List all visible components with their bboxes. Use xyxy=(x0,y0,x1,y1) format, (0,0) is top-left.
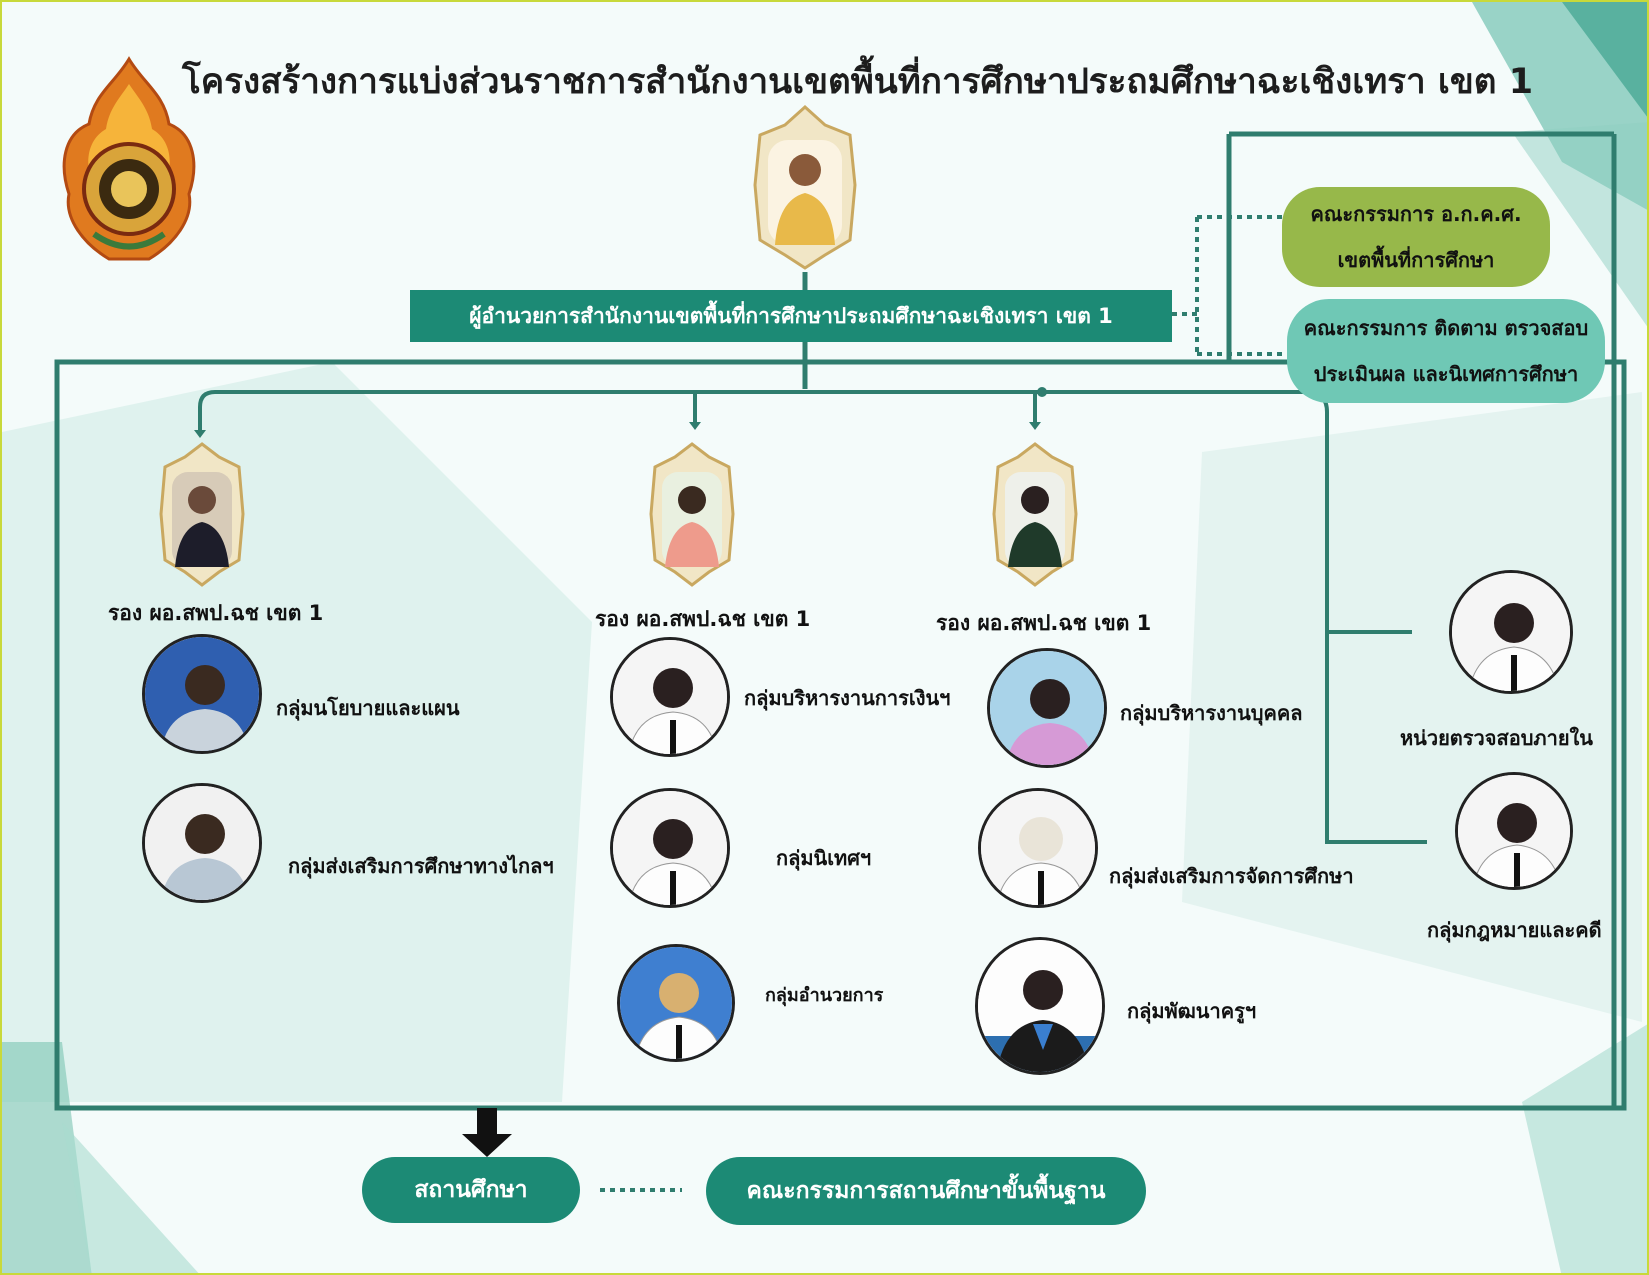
okks-committee-line2: เขตพื้นที่การศึกษา xyxy=(1337,248,1495,272)
education-promotion-head-photo xyxy=(978,788,1098,908)
administration-head-photo xyxy=(617,944,735,1062)
internal-audit-label: หน่วยตรวจสอบภายใน xyxy=(1400,726,1593,750)
distance-education-head-photo xyxy=(142,783,262,903)
finance-head-photo xyxy=(610,637,730,757)
monitor-committee-line1: คณะกรรมการ ติดตาม ตรวจสอบ xyxy=(1303,316,1589,340)
okks-committee-line1: คณะกรรมการ อ.ก.ค.ศ. xyxy=(1310,202,1522,226)
teacher-development-group-label: กลุ่มพัฒนาครูฯ xyxy=(1127,999,1257,1023)
page-title: โครงสร้างการแบ่งส่วนราชการสำนักงานเขตพื้… xyxy=(182,62,1534,102)
policy-plan-group-label: กลุ่มนโยบายและแผน xyxy=(276,696,460,720)
distance-education-group-label: กลุ่มส่งเสริมการศึกษาทางไกลฯ xyxy=(288,854,554,878)
personnel-group-label: กลุ่มบริหารงานบุคคล xyxy=(1120,701,1303,725)
school-box: สถานศึกษา xyxy=(362,1157,580,1223)
basic-education-committee-box: คณะกรรมการสถานศึกษาขั้นพื้นฐาน xyxy=(706,1157,1146,1225)
finance-group-label: กลุ่มบริหารงานการเงินฯ xyxy=(744,686,951,710)
deputy-3-portrait xyxy=(992,442,1078,587)
supervision-head-photo xyxy=(610,788,730,908)
internal-audit-head-photo xyxy=(1449,570,1573,694)
supervision-group-label: กลุ่มนิเทศฯ xyxy=(776,846,872,870)
director-portrait xyxy=(753,105,857,270)
monitor-committee-line2: ประเมินผล และนิเทศการศึกษา xyxy=(1313,362,1579,386)
deputy-1-portrait xyxy=(159,442,245,587)
deputy-2-label: รอง ผอ.สพป.ฉช เขต 1 xyxy=(595,607,811,631)
personnel-head-photo xyxy=(987,648,1107,768)
deputy-1-label: รอง ผอ.สพป.ฉช เขต 1 xyxy=(108,601,324,625)
education-promotion-group-label: กลุ่มส่งเสริมการจัดการศึกษา xyxy=(1109,864,1354,888)
okks-committee: คณะกรรมการ อ.ก.ค.ศ. เขตพื้นที่การศึกษา xyxy=(1282,187,1550,287)
administration-group-label: กลุ่มอำนวยการ xyxy=(765,985,884,1006)
deputy-3-label: รอง ผอ.สพป.ฉช เขต 1 xyxy=(936,611,1152,635)
policy-plan-head-photo xyxy=(142,634,262,754)
teacher-development-head-photo xyxy=(975,937,1105,1075)
monitor-committee: คณะกรรมการ ติดตาม ตรวจสอบ ประเมินผล และน… xyxy=(1287,299,1605,403)
deputy-2-portrait xyxy=(649,442,735,587)
obec-emblem-logo xyxy=(62,56,196,261)
legal-affairs-label: กลุ่มกฎหมายและคดี xyxy=(1427,918,1602,942)
director-label: ผู้อำนวยการสำนักงานเขตพื้นที่การศึกษาประ… xyxy=(410,290,1172,342)
legal-affairs-head-photo xyxy=(1455,772,1573,890)
